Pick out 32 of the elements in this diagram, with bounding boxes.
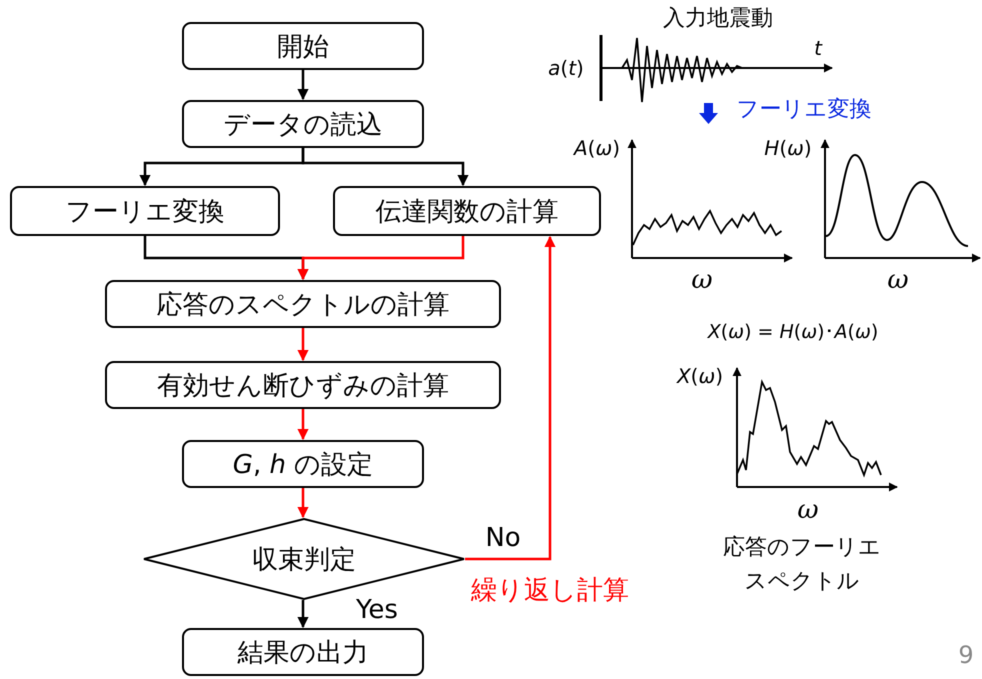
axis-label: H(ω)	[764, 136, 812, 160]
chart-caption: 応答のフーリエスペクトル	[722, 534, 882, 596]
axis-label: A(ω)	[574, 136, 620, 160]
arrow	[297, 328, 309, 362]
axis-label: t	[814, 36, 822, 60]
start-box: 開始	[182, 22, 424, 70]
loop-label: 繰り返し計算	[471, 574, 629, 608]
process-box: データの読込	[182, 100, 424, 148]
process-box: 応答のスペクトルの計算	[105, 280, 501, 328]
axis-label: ω	[691, 265, 713, 295]
process-box: 伝達関数の計算	[333, 186, 601, 236]
axis-label: a(t)	[548, 56, 584, 80]
end-box: 結果の出力	[182, 628, 424, 676]
arrow	[465, 236, 556, 560]
process-box: 有効せん断ひずみの計算	[105, 361, 501, 409]
arrow	[297, 409, 309, 440]
arrow	[297, 600, 309, 628]
arrow	[297, 488, 309, 518]
arrow-label: フーリエ変換	[736, 96, 872, 124]
process-box: G, h の設定	[182, 440, 424, 488]
chart-title: 入力地震動	[663, 5, 773, 33]
page-number: 9	[958, 641, 974, 669]
decision-diamond: 収束判定	[143, 518, 465, 600]
process-box: フーリエ変換	[10, 186, 280, 236]
formula: X(ω) = H(ω)･A(ω)	[708, 321, 878, 343]
arrow	[302, 148, 469, 186]
axis-label: ω	[797, 495, 819, 525]
edge-label: No	[485, 523, 521, 553]
arrow	[297, 70, 309, 100]
arrow	[297, 236, 464, 280]
axis-label: X(ω)	[676, 364, 724, 388]
axis-label: ω	[887, 265, 909, 295]
